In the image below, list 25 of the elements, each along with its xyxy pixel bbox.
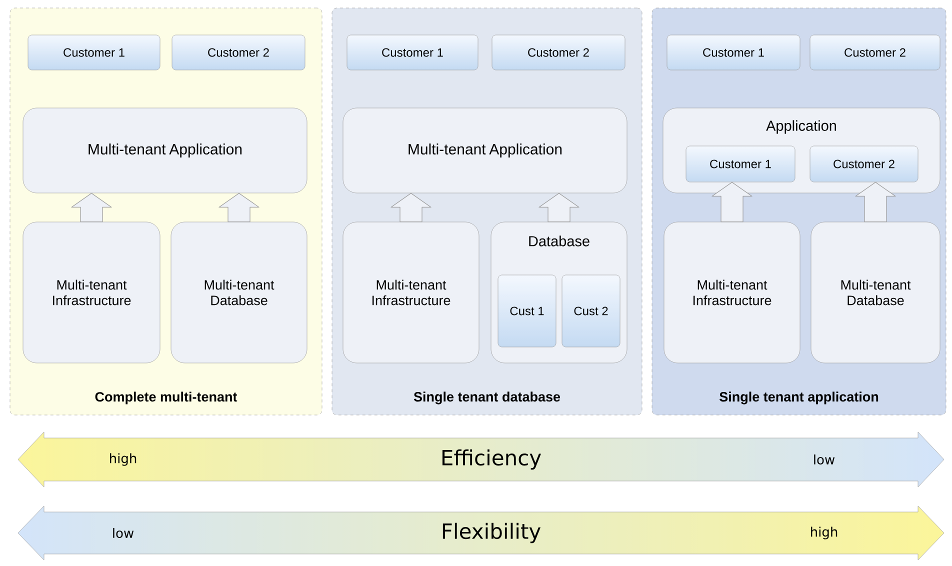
block-arrow (855, 182, 896, 222)
rounded-box: Multi-tenant Infrastructure (342, 222, 480, 364)
block-arrow (390, 192, 432, 222)
customer-box: Customer 1 (346, 34, 478, 70)
customer-box: Customer 2 (810, 146, 918, 182)
double-arrow-band: high Efficiency low (18, 432, 944, 488)
rounded-box: Multi-tenant Infrastructure (22, 222, 160, 364)
rounded-box: Multi-tenant Infrastructure (664, 222, 800, 364)
block-arrow (712, 182, 752, 222)
block-arrow (538, 192, 580, 222)
customer-box: Cust 2 (562, 274, 620, 348)
block-arrow (71, 192, 112, 222)
block-arrow (218, 192, 260, 222)
rounded-box: Multi-tenant Application (22, 108, 308, 194)
customer-box: Customer 1 (28, 34, 160, 70)
customer-box: Customer 1 (666, 34, 800, 70)
rounded-box: Multi-tenant Application (342, 108, 628, 194)
customer-box: Customer 2 (492, 34, 626, 70)
customer-box: Customer 1 (686, 146, 796, 182)
rounded-box: Multi-tenant Database (810, 222, 940, 364)
double-arrow-band: low Flexibility high (18, 506, 944, 560)
customer-box: Customer 2 (172, 34, 306, 70)
rounded-box: Multi-tenant Database (170, 222, 308, 364)
customer-box: Cust 1 (498, 274, 556, 348)
customer-box: Customer 2 (810, 34, 940, 70)
